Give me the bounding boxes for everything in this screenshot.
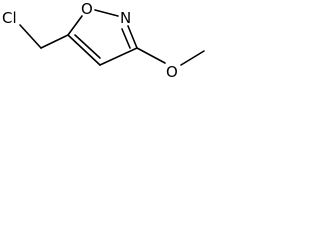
atom-label-ring-nitrogen: N (120, 9, 131, 27)
bond-ch2-c5 (40, 34, 69, 49)
bond-c3-omethoxy (136, 47, 166, 64)
bond-c4-c5-inner (74, 34, 101, 59)
bond-c4-c5 (67, 34, 101, 66)
atom-label-methoxy-oxygen: O (166, 63, 178, 81)
atom-label-ring-oxygen: O (81, 0, 93, 18)
bond-n2-c3-inner (121, 28, 131, 49)
bond-o1-n2 (94, 9, 119, 17)
bond-n2-c3 (127, 25, 138, 49)
bond-omethoxy-ch3 (180, 50, 205, 66)
atom-label-chlorine: Cl (2, 9, 17, 27)
bond-c3-c4 (99, 47, 138, 66)
structure-diagram: Cl O N O (2, 0, 205, 81)
bond-c5-o1 (67, 15, 83, 36)
bond-cl-ch2 (19, 24, 42, 49)
